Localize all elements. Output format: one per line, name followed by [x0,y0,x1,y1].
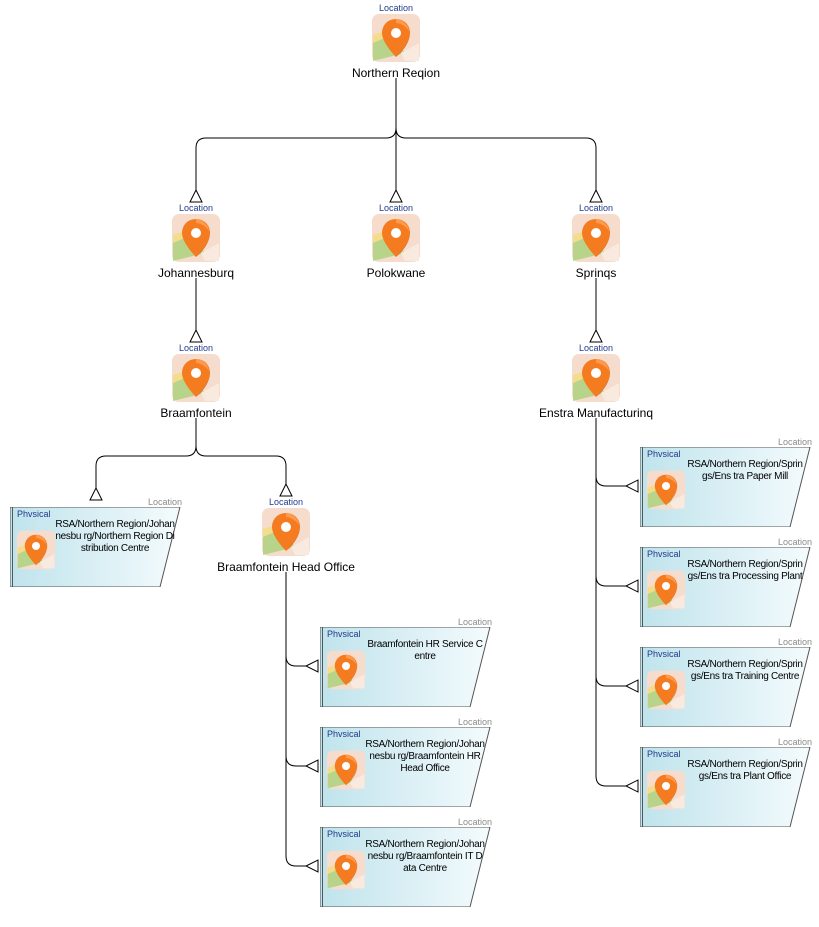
physical-stereotype: Phvsical [327,729,361,739]
map-pin-icon [172,354,220,402]
location-stereotype: Location [268,497,304,507]
location-node-springs[interactable]: Location Sprinqs [506,203,686,280]
location-name: Johannesburq [157,266,235,280]
physical-node-braamfontein-hr-head-office[interactable]: Location Phvsical RSA/Northern Region/Jo… [320,717,500,807]
physical-name: Braamfontein HR Service Centre [367,639,483,662]
physical-node-enstra-training-centre[interactable]: Location Phvsical RSA/Northern Region/Sp… [640,637,819,727]
arrowhead-springs [589,188,603,203]
physical-location-tag: Location [457,717,492,727]
map-pin-icon [572,214,620,262]
arrowhead-distribution [89,486,103,501]
physical-node-braamfontein-hr-service-centre[interactable]: Location Phvsical Braamfontein HR Servic… [320,617,500,707]
connector-braamfontein-distribution [95,418,197,490]
physical-name: RSA/Northern Region/Springs/Ens tra Pape… [687,459,803,482]
physical-location-tag: Location [457,617,492,627]
arrowhead-polokwane [389,188,403,203]
physical-name: RSA/Northern Region/Springs/Ens tra Proc… [687,559,803,582]
arrowhead-plant-office [624,779,639,793]
physical-node-braamfontein-it-data-centre[interactable]: Location Phvsical RSA/Northern Region/Jo… [320,817,500,907]
physical-location-tag: Location [777,737,812,747]
location-node-braamfontein-head-office[interactable]: Location Braamfontein Head Office [196,497,376,574]
physical-location-tag: Location [777,437,812,447]
location-name: Braamfontein [160,406,232,420]
arrowhead-johannesburg [189,188,203,203]
physical-location-tag: Location [147,497,182,507]
location-node-braamfontein[interactable]: Location Braamfontein [106,343,286,420]
connector-braamfontein-headoffice [195,418,287,484]
location-stereotype: Location [378,3,414,13]
physical-name: RSA/Northern Region/Johannesbu rg/Braamf… [365,739,485,774]
map-pin-icon [326,650,366,690]
map-pin-icon [372,214,420,262]
map-pin-icon [326,850,366,890]
map-pin-icon [572,354,620,402]
map-pin-icon [646,670,686,710]
location-node-northern-region[interactable]: Location Northern Reqion [306,3,486,80]
connector-headoffice-hr-service [285,572,306,667]
physical-stereotype: Phvsical [327,629,361,639]
arrowhead-braamfontein [189,328,203,343]
physical-node-enstra-paper-mill[interactable]: Location Phvsical RSA/Northern Region/Sp… [640,437,819,527]
physical-name: RSA/Northern Region/Springs/Ens tra Trai… [687,659,803,682]
location-node-polokwane[interactable]: Location Polokwane [306,203,486,280]
map-pin-icon [646,570,686,610]
physical-name: RSA/Northern Region/Johannesbu rg/Northe… [55,519,175,554]
location-name: Polokwane [366,266,426,280]
map-pin-icon [262,508,310,556]
location-name: Sprinqs [575,266,617,280]
connector-enstra-plant-office [595,418,626,787]
arrowhead-training [624,679,639,693]
arrowhead-headoffice [279,482,293,497]
connector-headoffice-hr-head [285,572,306,767]
physical-stereotype: Phvsical [327,829,361,839]
arrowhead-it-data [304,859,319,873]
location-name: Enstra Manufacturinq [538,406,654,420]
map-pin-icon [646,770,686,810]
location-name: Braamfontein Head Office [217,560,355,574]
connector-enstra-paper-mill [595,418,626,487]
physical-node-enstra-processing-plant[interactable]: Location Phvsical RSA/Northern Region/Sp… [640,537,819,627]
physical-location-tag: Location [777,637,812,647]
physical-stereotype: Phvsical [647,449,681,459]
physical-stereotype: Phvsical [647,649,681,659]
physical-stereotype: Phvsical [647,549,681,559]
connector-enstra-training [595,418,626,687]
arrowhead-hr-service [304,659,319,673]
location-name: Northern Reqion [351,66,441,80]
physical-node-northern-region-distribution-centre[interactable]: Location Phvsical RSA/Northern Region/Jo… [10,497,190,587]
location-node-enstra-manufacturing[interactable]: Location Enstra Manufacturinq [506,343,686,420]
physical-name: RSA/Northern Region/Springs/Ens tra Plan… [687,759,803,782]
physical-name: RSA/Northern Region/Johannesbu rg/Braamf… [365,839,485,874]
connector-headoffice-it-data [285,572,306,867]
connector-northern-springs [395,78,597,190]
location-stereotype: Location [378,203,414,213]
physical-location-tag: Location [777,537,812,547]
arrowhead-processing [624,579,639,593]
arrowhead-paper-mill [624,479,639,493]
physical-stereotype: Phvsical [17,509,51,519]
connector-enstra-processing [595,418,626,587]
map-pin-icon [646,470,686,510]
physical-stereotype: Phvsical [647,749,681,759]
arrowhead-hr-head [304,759,319,773]
map-pin-icon [16,530,56,570]
physical-node-enstra-plant-office[interactable]: Location Phvsical RSA/Northern Region/Sp… [640,737,819,827]
connector-northern-johannesburg [195,78,397,190]
map-pin-icon [372,14,420,62]
arrowhead-enstra [589,328,603,343]
location-stereotype: Location [178,343,214,353]
location-stereotype: Location [578,203,614,213]
map-pin-icon [326,750,366,790]
location-node-johannesburg[interactable]: Location Johannesburq [106,203,286,280]
physical-location-tag: Location [457,817,492,827]
location-stereotype: Location [178,203,214,213]
map-pin-icon [172,214,220,262]
location-stereotype: Location [578,343,614,353]
